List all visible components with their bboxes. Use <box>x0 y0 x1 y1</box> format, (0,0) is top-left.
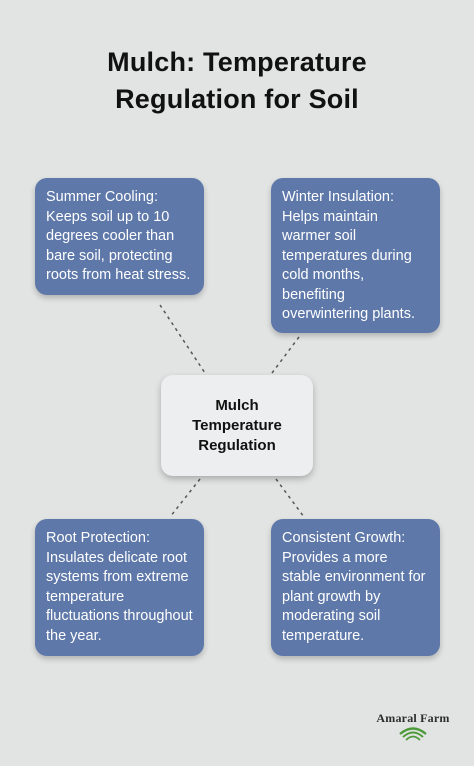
card-text: Keeps soil up to 10 degrees cooler than … <box>46 208 191 284</box>
logo-field-icon <box>399 727 427 741</box>
page-title: Mulch: Temperature Regulation for Soil <box>0 44 474 118</box>
central-topic-label: Mulch Temperature Regulation <box>192 396 282 456</box>
card-summer-cooling: Summer Cooling: Keeps soil up to 10 degr… <box>35 178 204 295</box>
card-heading: Winter Insulation: <box>282 189 395 205</box>
connector-bottom-right <box>275 478 305 518</box>
amaral-farm-logo: Amaral Farm <box>376 708 450 742</box>
card-text: Insulates delicate root systems from ext… <box>46 549 193 644</box>
card-root-protection: Root Protection: Insulates delicate root… <box>35 519 204 656</box>
card-text: Helps maintain warmer soil temperatures … <box>282 208 415 323</box>
logo-wordmark: Amaral Farm <box>376 711 450 725</box>
central-topic-line-1: Mulch <box>215 396 259 414</box>
card-heading: Summer Cooling: <box>46 189 159 205</box>
central-topic-line-2: Temperature <box>192 416 282 434</box>
connector-top-left <box>159 304 206 374</box>
card-heading: Consistent Growth: <box>282 530 406 546</box>
card-consistent-growth: Consistent Growth: Provides a more stabl… <box>271 519 440 656</box>
page-title-line-2: Regulation for Soil <box>115 84 359 114</box>
card-text: Provides a more stable environment for p… <box>282 549 426 644</box>
card-winter-insulation: Winter Insulation: Helps maintain warmer… <box>271 178 440 333</box>
central-topic-box: Mulch Temperature Regulation <box>161 375 313 476</box>
connector-bottom-left <box>169 478 201 518</box>
connector-top-right <box>271 336 300 374</box>
card-heading: Root Protection: <box>46 530 150 546</box>
page-title-line-1: Mulch: Temperature <box>107 47 367 77</box>
central-topic-line-3: Regulation <box>198 436 276 454</box>
